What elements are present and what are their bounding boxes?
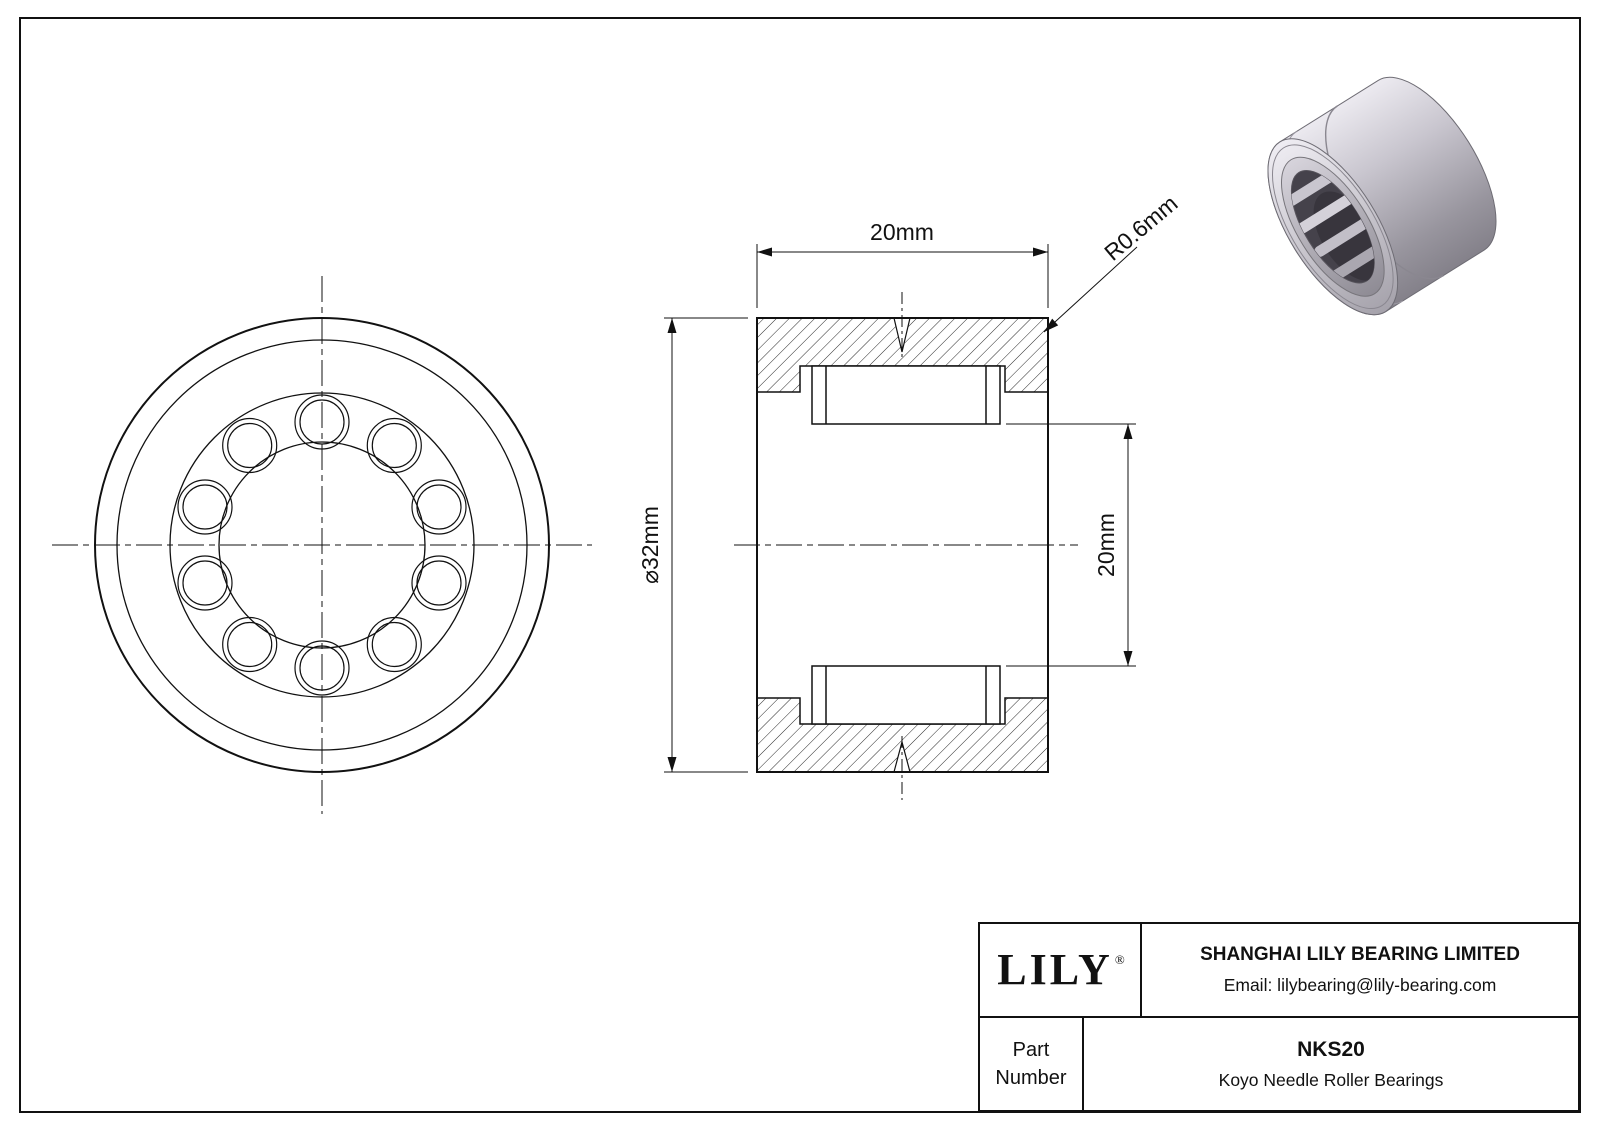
dim-outer-diameter-label: ⌀32mm <box>637 506 663 584</box>
title-block-row-part: Part Number NKS20 Koyo Needle Roller Bea… <box>980 1018 1578 1110</box>
company-name: SHANGHAI LILY BEARING LIMITED <box>1200 944 1520 965</box>
brand-logo-cell: LILY® <box>980 924 1142 1016</box>
front-view-centerlines <box>52 276 592 814</box>
dim-width-label: 20mm <box>870 219 934 245</box>
part-label-cell: Part Number <box>980 1018 1084 1110</box>
part-number-label: Part Number <box>995 1036 1066 1092</box>
roller-cage-bottom <box>811 665 1001 725</box>
brand-logo: LILY® <box>997 945 1125 994</box>
visible-needles <box>1283 169 1383 281</box>
section-view <box>734 292 1078 800</box>
front-view <box>52 276 592 814</box>
registered-mark: ® <box>1114 952 1125 967</box>
dim-width <box>756 244 1049 308</box>
part-number: NKS20 <box>1297 1037 1365 1061</box>
brand-text: LILY <box>997 945 1113 994</box>
shell-lip-edge <box>1271 144 1394 310</box>
dimensions <box>664 244 1138 773</box>
cage-outer <box>169 392 475 698</box>
page-border <box>19 17 1581 1113</box>
part-description: Koyo Needle Roller Bearings <box>1218 1069 1444 1090</box>
needle-rollers <box>177 394 467 696</box>
outer-ring-od <box>94 317 550 773</box>
company-info-cell: SHANGHAI LILY BEARING LIMITED Email: lil… <box>1142 924 1578 1016</box>
title-block: LILY® SHANGHAI LILY BEARING LIMITED Emai… <box>978 922 1580 1112</box>
dim-outer-diameter <box>664 317 748 773</box>
dim-bore-label: 20mm <box>1093 513 1119 577</box>
outer-ring-chamfer <box>116 339 528 751</box>
part-label-line1: Part <box>1012 1039 1050 1061</box>
title-block-row-company: LILY® SHANGHAI LILY BEARING LIMITED Emai… <box>980 924 1578 1018</box>
part-label-line2: Number <box>995 1067 1067 1089</box>
roller-cage-top <box>811 365 1001 425</box>
section-centerlines <box>734 292 1078 800</box>
dim-radius-leader <box>1043 246 1138 333</box>
dim-radius-label: R0.6mm <box>1099 190 1182 266</box>
part-info-cell: NKS20 Koyo Needle Roller Bearings <box>1084 1018 1578 1110</box>
company-email: Email: lilybearing@lily-bearing.com <box>1223 975 1497 995</box>
bearing-3d-render <box>1267 76 1497 316</box>
bore-circle <box>218 441 426 649</box>
dim-bore <box>1006 423 1136 667</box>
